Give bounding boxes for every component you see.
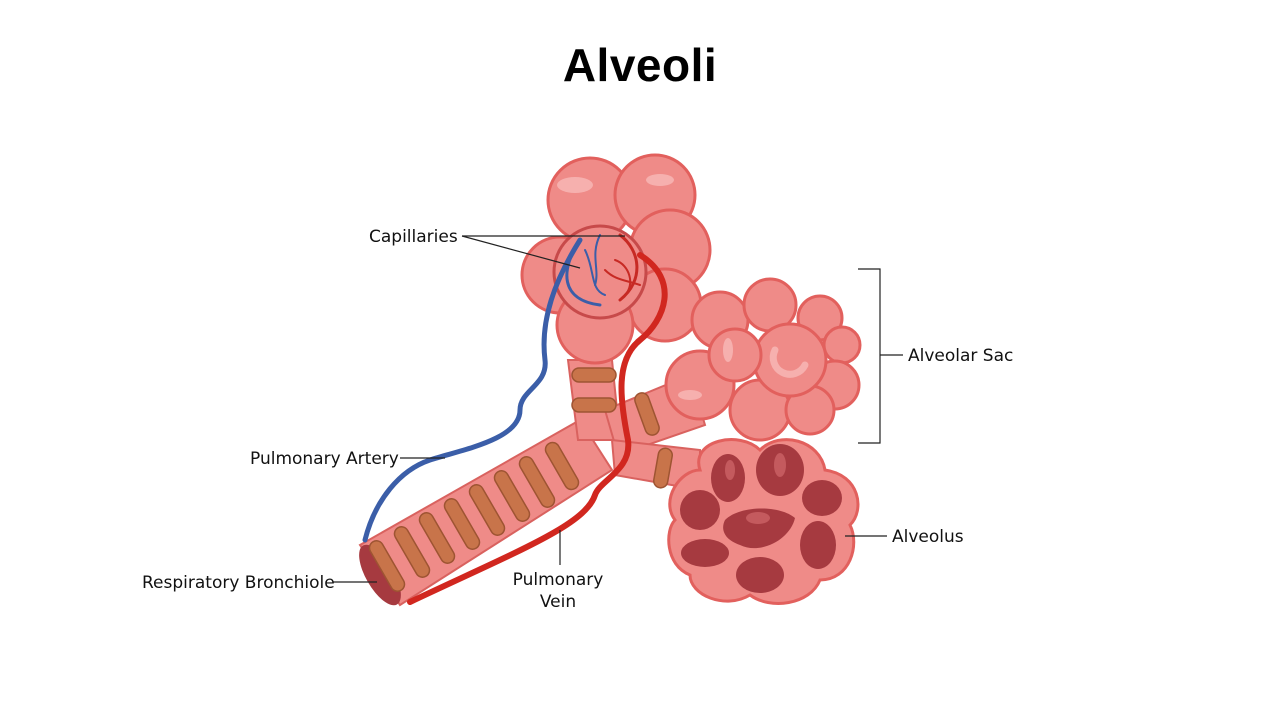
top-alveolar-cluster [520, 153, 712, 365]
label-lines [333, 235, 903, 583]
capillaries-label: Capillaries [369, 227, 458, 247]
alveolus-cross-section [667, 438, 860, 605]
pulmonary-vein-label-line2: Vein [539, 592, 577, 612]
respiratory-bronchiole-label: Respiratory Bronchiole [142, 573, 335, 593]
pulmonary-vein-label-line1: Pulmonary [512, 570, 604, 590]
pulmonary-vein-label: Pulmonary Vein [508, 569, 608, 613]
pulmonary-artery-label: Pulmonary Artery [250, 449, 399, 469]
alveolar-sac-label: Alveolar Sac [908, 346, 1014, 366]
pulmonary-artery-vessel [362, 237, 583, 543]
respiratory-bronchiole-tube [358, 359, 707, 607]
alveolus-label: Alveolus [892, 527, 964, 547]
pulmonary-vein-vessel [407, 252, 668, 605]
diagram-title: Alveoli [562, 39, 718, 91]
alveolar-sac-cluster [664, 277, 862, 442]
